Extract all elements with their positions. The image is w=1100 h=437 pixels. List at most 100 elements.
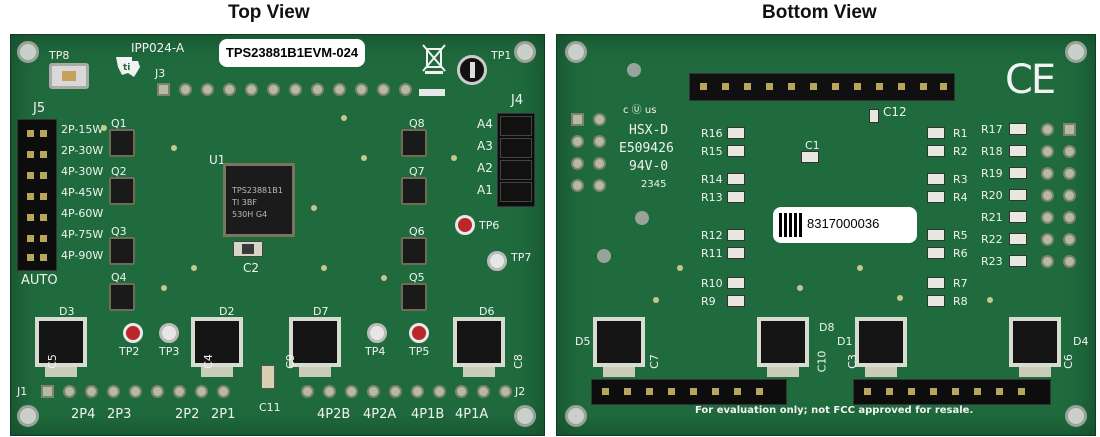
j5-option-label: 2P-30W	[61, 144, 104, 157]
r2-label: R2	[953, 145, 968, 158]
pin	[593, 113, 606, 126]
d6-label: D6	[479, 305, 495, 318]
r6-label: R6	[953, 247, 968, 260]
j3-header-underside	[689, 73, 955, 101]
port-pin	[345, 385, 358, 398]
r12-label: R12	[701, 229, 723, 242]
port-pin	[367, 385, 380, 398]
j3-pin	[201, 83, 214, 96]
resistor-r23	[1009, 255, 1027, 267]
capacitor-c1	[801, 151, 819, 163]
pin	[1063, 233, 1076, 246]
port-label-4p2a: 4P2A	[363, 407, 397, 422]
port-pin	[323, 385, 336, 398]
mosfet-q4	[109, 283, 135, 311]
d4-label: D4	[1073, 335, 1089, 348]
port-pin	[433, 385, 446, 398]
c9-label: C9	[283, 354, 297, 369]
mounting-hole	[17, 405, 39, 427]
tp5-label: TP5	[409, 345, 430, 358]
port-pin	[411, 385, 424, 398]
j4-address-label: A2	[477, 161, 493, 175]
pin	[1041, 211, 1054, 224]
test-point-tp5	[409, 323, 429, 343]
date-code: 2345	[641, 179, 667, 190]
j5-label: J5	[33, 101, 46, 116]
d5-label: D5	[575, 335, 591, 348]
j4-jumper-header[interactable]	[497, 113, 535, 207]
port-pin	[477, 385, 490, 398]
r15-label: R15	[701, 145, 723, 158]
q1-label: Q1	[111, 117, 127, 130]
test-point-tp6	[455, 215, 475, 235]
resistor-r11	[727, 247, 745, 259]
tp6-label: TP6	[479, 219, 500, 232]
ul-text: HSX-D	[629, 123, 669, 138]
resistor-r14	[727, 173, 745, 185]
resistor-r5	[927, 229, 945, 241]
port-pin	[41, 385, 54, 398]
port-pin	[217, 385, 230, 398]
j3-pin	[377, 83, 390, 96]
j3-pin	[245, 83, 258, 96]
q3-label: Q3	[111, 225, 127, 238]
r11-label: R11	[701, 247, 723, 260]
j5-option-label: 4P-75W	[61, 228, 104, 241]
diode-d6	[453, 317, 505, 377]
q5-label: Q5	[409, 271, 425, 284]
mounting-hole	[1065, 405, 1087, 427]
ic-marking: 530H G4	[232, 210, 268, 219]
r19-label: R19	[981, 167, 1003, 180]
test-point-tp1	[457, 55, 487, 85]
r7-label: R7	[953, 277, 968, 290]
d7-label: D7	[313, 305, 329, 318]
ic-marking: TPS23881B1	[232, 186, 283, 195]
port-pin	[389, 385, 402, 398]
pin	[1063, 189, 1076, 202]
j4-address-label: A4	[477, 117, 493, 131]
j3-pin	[311, 83, 324, 96]
r17-label: R17	[981, 123, 1003, 136]
test-point-tp3	[159, 323, 179, 343]
pin	[593, 157, 606, 170]
resistor-r8	[927, 295, 945, 307]
r1-label: R1	[953, 127, 968, 140]
diode-d2	[191, 317, 243, 377]
resistor-r4	[927, 191, 945, 203]
j5-option-label: 4P-45W	[61, 186, 104, 199]
mosfet-q3	[109, 237, 135, 265]
r3-label: R3	[953, 173, 968, 186]
ul-text: 94V-0	[629, 159, 669, 174]
mosfet-q2	[109, 177, 135, 205]
pin	[1041, 255, 1054, 268]
j5-header[interactable]	[17, 119, 57, 271]
resistor-r9	[727, 295, 745, 307]
capacitor-c2	[233, 241, 263, 257]
r9-label: R9	[701, 295, 716, 308]
ic-marking: TI 3BF	[232, 198, 257, 207]
port-pin	[85, 385, 98, 398]
j4-address-label: A3	[477, 139, 493, 153]
pin	[1041, 233, 1054, 246]
resistor-r12	[727, 229, 745, 241]
diode-d8	[757, 317, 809, 377]
q8-label: Q8	[409, 117, 425, 130]
c3-label: C3	[845, 354, 859, 369]
resistor-r20	[1009, 189, 1027, 201]
tp7-label: TP7	[511, 251, 532, 264]
serial-label: 8317000036	[773, 207, 917, 243]
port-label-4p1b: 4P1B	[411, 407, 445, 422]
mounting-hole	[1065, 41, 1087, 63]
port-label-4p2b: 4P2B	[317, 407, 351, 422]
pin	[1063, 167, 1076, 180]
resistor-r18	[1009, 145, 1027, 157]
d8-label: D8	[819, 321, 835, 334]
pin	[1063, 211, 1076, 224]
r22-label: R22	[981, 233, 1003, 246]
port-label-2p3: 2P3	[107, 407, 132, 422]
tp3-label: TP3	[159, 345, 180, 358]
mosfet-q6	[401, 237, 427, 265]
pcb-id: IPP024-A	[131, 41, 185, 55]
q7-label: Q7	[409, 165, 425, 178]
serial-number: 8317000036	[807, 216, 880, 231]
